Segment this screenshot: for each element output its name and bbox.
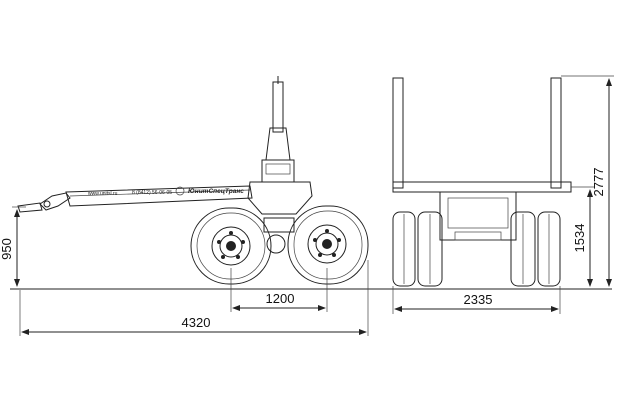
phone-label: 8 (8412) 56-06-05 xyxy=(132,190,172,196)
dim-bunk-height: 1534 xyxy=(571,186,594,287)
dim-950-label: 950 xyxy=(0,238,14,260)
dim-1200-label: 1200 xyxy=(266,291,295,306)
dim-2777-label: 2777 xyxy=(591,168,606,197)
dim-track-width: 2335 xyxy=(392,286,561,314)
drawbar xyxy=(17,185,253,213)
dim-coupling-height: 950 xyxy=(0,206,26,287)
dim-4320-label: 4320 xyxy=(182,315,211,330)
dim-1534-label: 1534 xyxy=(572,224,587,253)
rear-wheel xyxy=(287,205,369,285)
dim-2335-label: 2335 xyxy=(464,292,493,307)
website-label: www.unitsl.ru xyxy=(88,191,118,197)
dim-total-height: 2777 xyxy=(561,75,614,287)
bogie-hub xyxy=(266,234,286,254)
dim-wheelbase: 1200 xyxy=(230,268,328,312)
dim-overall-length: 4320 xyxy=(19,260,369,336)
side-view: www.unitsl.ru 8 (8412) 56-06-05 ЮнитСпец… xyxy=(17,76,369,285)
rear-view xyxy=(392,77,572,287)
brand-label: ЮнитСпецТранс xyxy=(188,188,244,195)
frame xyxy=(247,76,313,233)
